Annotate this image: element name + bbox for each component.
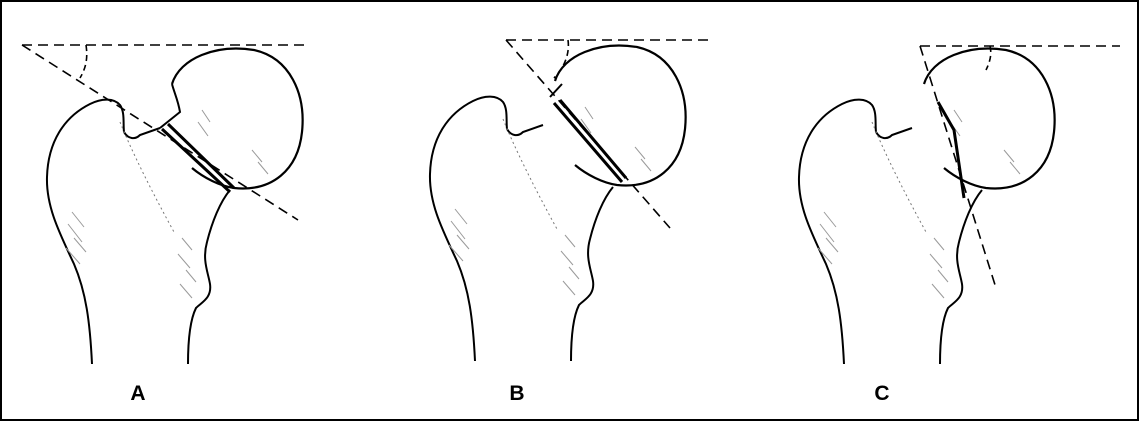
panel-label-c: C <box>862 383 902 404</box>
femur-panel-b <box>430 40 710 361</box>
panel-label-b: B <box>497 383 537 404</box>
femur-panel-c <box>799 46 1120 364</box>
femur-panel-a <box>22 45 308 364</box>
panel-label-a: A <box>118 383 158 404</box>
